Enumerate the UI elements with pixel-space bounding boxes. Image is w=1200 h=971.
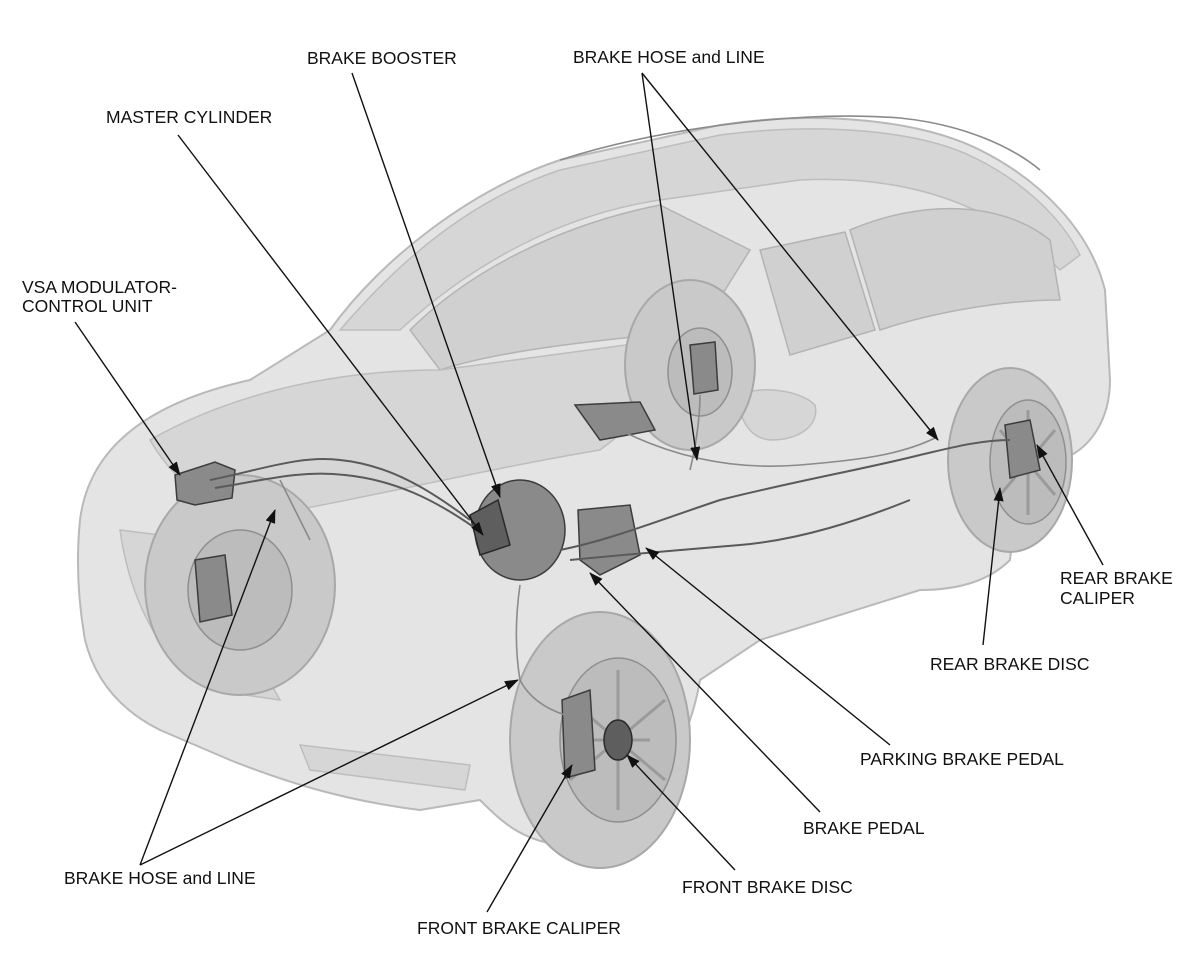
leader-rear-disc [982,487,1004,646]
leader-parking-brake [645,547,891,746]
leader-front-caliper [486,764,573,913]
roof-rail [559,115,1041,171]
master-cylinder-shape [469,498,511,556]
rear-left-wheel [624,279,756,451]
front-bumper-slot [298,744,471,791]
label-parking-brake-pedal: PARKING BRAKE PEDAL [860,749,1064,769]
label-rear-disc: REAR BRAKE DISC [930,654,1089,674]
label-vsa-line2: CONTROL UNIT [22,296,153,316]
rear-right-wheel [947,367,1073,553]
label-brake-pedal: BRAKE PEDAL [803,818,925,838]
rear-brake-caliper-shape [1004,419,1041,479]
leader-hose-bottom-a [139,509,276,866]
label-front-caliper: FRONT BRAKE CALIPER [417,918,621,938]
leader-lines [74,72,1104,913]
label-rear-caliper-line1: REAR BRAKE [1060,568,1173,588]
side-mirror [739,389,817,441]
leader-brake-booster [351,72,501,498]
label-master-cylinder: MASTER CYLINDER [106,107,272,127]
front-side-window [759,231,876,356]
front-left-wheel [144,474,336,696]
label-vsa-line1: VSA MODULATOR- [22,277,177,297]
leader-hose-top-a [641,72,701,461]
vsa-unit-shape [174,461,236,506]
brake-components [174,394,1011,716]
car-roof [338,128,1081,331]
label-brake-hose-line-bottom: BRAKE HOSE and LINE [64,868,256,888]
leader-front-disc [626,754,736,871]
leader-vsa [74,321,181,476]
leader-rear-caliper [1036,444,1104,566]
leader-hose-bottom-b [139,679,519,866]
label-brake-booster: BRAKE BOOSTER [307,48,457,68]
label-brake-hose-line-top: BRAKE HOSE and LINE [573,47,765,67]
leader-brake-pedal [589,572,821,813]
rear-side-window [849,207,1061,331]
car-illustration [76,115,1112,869]
front-brake-caliper-shape [561,688,596,779]
leader-master-cylinder [177,134,484,536]
label-front-disc: FRONT BRAKE DISC [682,877,853,897]
front-right-wheel [509,611,691,869]
callout-labels: BRAKE BOOSTER BRAKE HOSE and LINE MASTER… [22,47,1173,938]
leader-hose-top-b [641,72,939,441]
label-rear-caliper-line2: CALIPER [1060,588,1135,608]
